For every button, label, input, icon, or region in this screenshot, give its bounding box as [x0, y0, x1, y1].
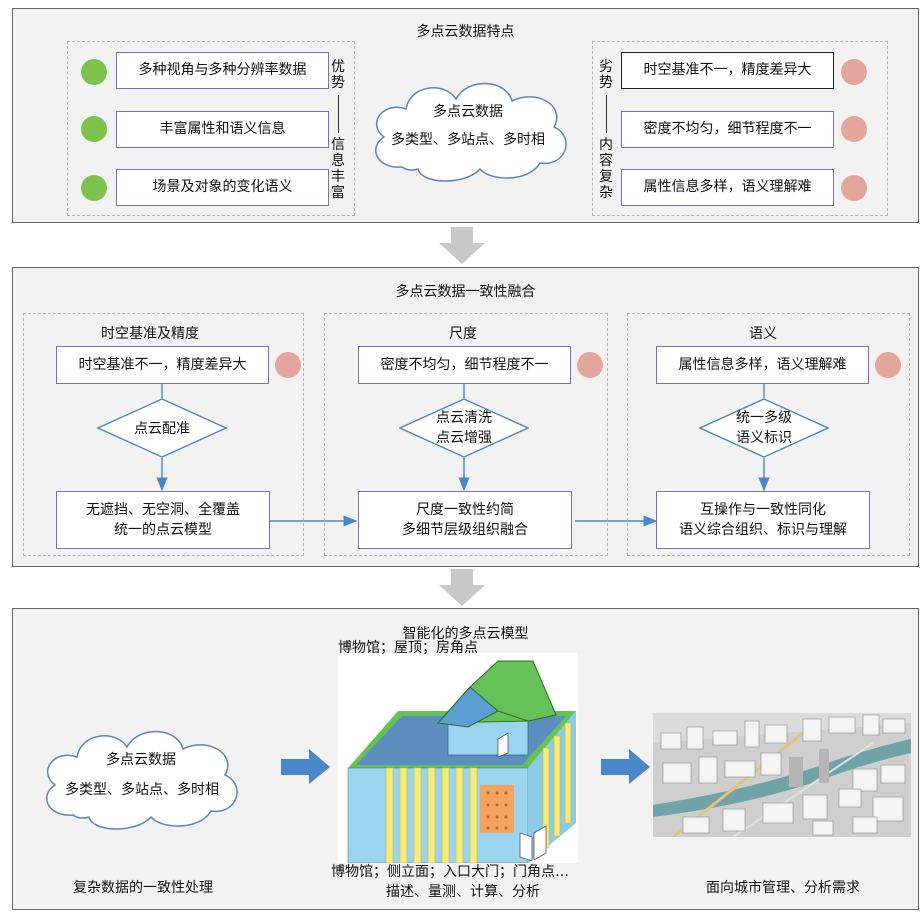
right-arrow-icon	[601, 749, 650, 784]
problem-box: 密度不均匀，细节程度不一	[358, 346, 571, 384]
disadvantage-item: 属性信息多样，语义理解难	[621, 169, 834, 206]
museum-model-illustration	[338, 653, 578, 863]
advantage-label-top: 优势	[331, 59, 345, 91]
method-label: 统一多级语义标识	[736, 410, 792, 446]
column-semantic	[627, 313, 910, 556]
disadvantage-item: 密度不均匀，细节程度不一	[621, 111, 834, 148]
red-dot-icon	[875, 352, 901, 378]
model-title: 智能化的多点云模型	[402, 626, 529, 642]
column-spatiotemporal	[23, 313, 304, 556]
city-model-thumbnail	[653, 713, 911, 837]
advantage-label-bottom: 信息丰富	[331, 137, 345, 201]
fusion-title: 多点云数据一致性融合	[395, 284, 536, 300]
method-label: 点云配准	[134, 421, 190, 437]
cloud-line1: 多点云数据	[106, 752, 176, 768]
green-dot-icon	[81, 116, 107, 142]
column-header: 语义	[749, 326, 777, 342]
features-panel: 多点云数据特点 多种视角与多种分辨率数据 丰富属性和语义信息 场景及对象的变化语…	[12, 8, 919, 223]
red-dot-icon	[275, 352, 301, 378]
data-cloud-shape	[46, 730, 238, 830]
red-dot-icon	[577, 352, 603, 378]
result-box: 互操作与一致性同化语义综合组织、标识与理解	[656, 491, 870, 549]
result-box: 尺度一致性约简多细节层级组织融合	[358, 491, 572, 549]
red-dot-icon	[841, 116, 867, 142]
method-diamond	[97, 398, 227, 458]
down-arrow-icon	[439, 227, 485, 264]
advantage-item: 场景及对象的变化语义	[116, 169, 329, 206]
green-dot-icon	[81, 175, 107, 201]
method-diamond	[699, 398, 829, 458]
advantage-item: 多种视角与多种分辨率数据	[116, 52, 329, 89]
features-title: 多点云数据特点	[416, 24, 515, 40]
problem-box: 属性信息多样，语义理解难	[656, 346, 869, 384]
column-header: 时空基准及精度	[101, 326, 199, 342]
disadvantage-divider	[606, 95, 607, 133]
disadvantages-group	[592, 41, 888, 216]
red-dot-icon	[841, 59, 867, 85]
flow-arrows	[156, 384, 770, 527]
fusion-panel: 多点云数据一致性融合 时空基准及精度 时空基准不一，精度差异大 点云配准 无遮挡…	[12, 267, 919, 567]
result-box: 无遮挡、无空洞、全覆盖统一的点云模型	[56, 491, 270, 549]
method-label: 点云清洗点云增强	[436, 410, 492, 446]
model-bottom-label: 博物馆；侧立面；入口大门；门角点…	[331, 864, 569, 880]
data-cloud-shape	[375, 82, 567, 182]
green-dot-icon	[81, 59, 107, 85]
advantage-divider	[338, 95, 339, 133]
right-arrow-icon	[281, 749, 330, 784]
cloud-line2: 多类型、多站点、多时相	[391, 132, 545, 148]
right-caption: 面向城市管理、分析需求	[706, 880, 860, 896]
model-top-label: 博物馆；屋顶；房角点	[338, 640, 478, 656]
disadvantage-label-top: 劣势	[599, 59, 613, 91]
center-caption: 描述、量测、计算、分析	[386, 884, 540, 900]
column-header: 尺度	[449, 326, 477, 342]
cloud-line2: 多类型、多站点、多时相	[65, 782, 219, 798]
advantage-item: 丰富属性和语义信息	[116, 111, 329, 148]
red-dot-icon	[841, 175, 867, 201]
left-caption: 复杂数据的一致性处理	[73, 880, 213, 896]
model-panel: 智能化的多点云模型 多点云数据 多类型、多站点、多时相 复杂数据的一致性处理	[12, 608, 919, 910]
disadvantage-label-bottom: 内容复杂	[599, 137, 613, 201]
problem-box: 时空基准不一，精度差异大	[56, 346, 269, 384]
method-diamond	[399, 398, 529, 458]
advantages-group	[67, 41, 355, 216]
column-scale	[324, 313, 608, 556]
cloud-line1: 多点云数据	[433, 104, 503, 120]
disadvantage-item: 时空基准不一，精度差异大	[621, 52, 834, 89]
down-arrow-icon	[439, 569, 485, 606]
